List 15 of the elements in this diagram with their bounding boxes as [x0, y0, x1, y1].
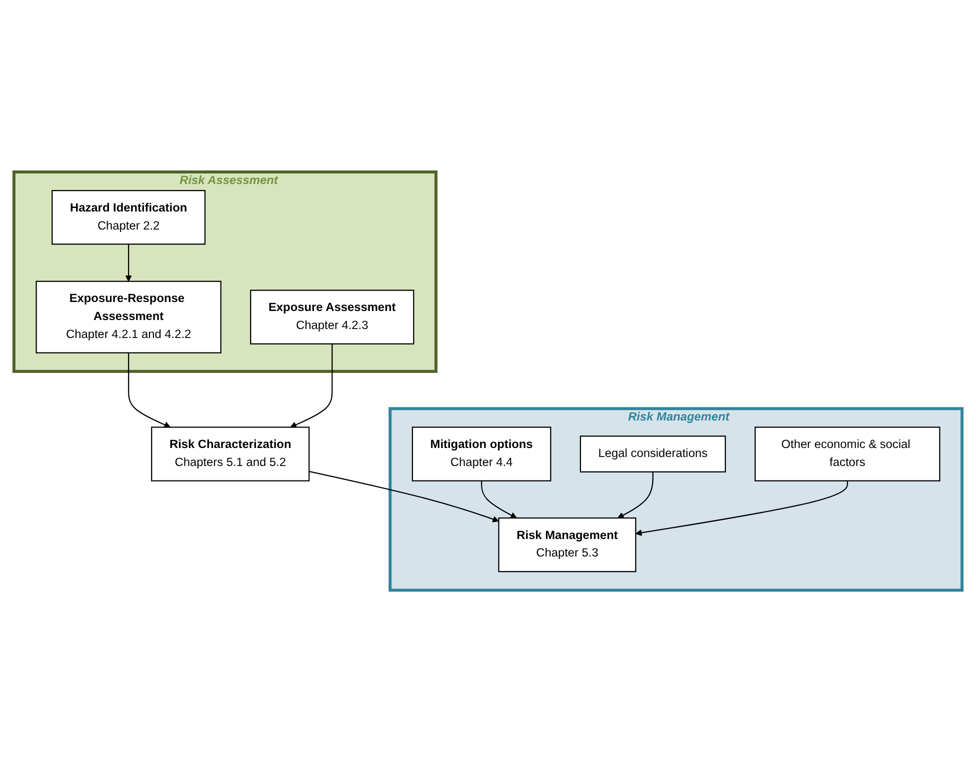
arrow [618, 472, 654, 518]
arrow [290, 344, 333, 428]
node-box: Exposure Assessment Chapter 4.2.3 [250, 290, 414, 344]
node-box: Other economic & social factors [754, 426, 940, 482]
node-box: Hazard Identification Chapter 2.2 [52, 190, 206, 245]
node-box: Legal considerations [580, 436, 726, 472]
node-box: Exposure-Response Assessment Chapter 4.2.1 and 4.2.2 [36, 280, 222, 354]
node-box: Mitigation options Chapter 4.4 [412, 426, 552, 482]
arrow [635, 480, 848, 536]
arrow [128, 352, 171, 428]
arrow [125, 244, 132, 282]
node-box: Risk Management Chapter 5.3 [498, 517, 636, 572]
node-box: Risk Characterization Chapters 5.1 and 5.2 [151, 426, 310, 482]
arrow [308, 470, 500, 522]
arrow [481, 480, 517, 518]
